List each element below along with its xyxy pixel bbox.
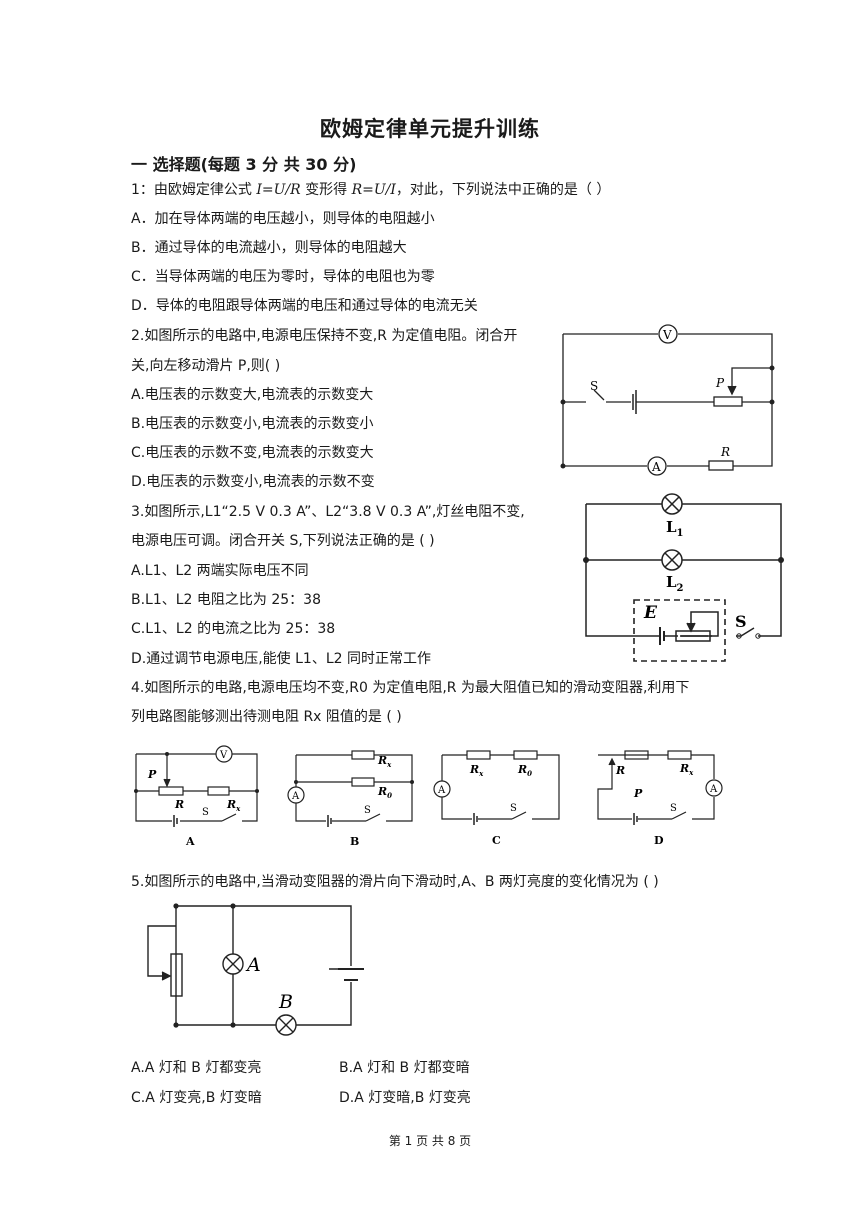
q4c-r0: R0 bbox=[517, 763, 532, 778]
q4-circuit-b: A Rx R0 S B bbox=[287, 750, 414, 848]
q3-switch-label: S bbox=[735, 612, 747, 631]
q2-option-d: D.电压表的示数变小,电流表的示数不变 bbox=[131, 474, 375, 490]
q1-formula-2: R=U/I bbox=[351, 182, 396, 198]
svg-text:A: A bbox=[437, 785, 446, 796]
q4c-rx: Rx bbox=[469, 763, 484, 778]
q4a-rx: Rx bbox=[226, 798, 241, 813]
svg-text:A: A bbox=[291, 791, 300, 802]
q3-l1-label: L1 bbox=[666, 518, 684, 539]
q4-circuit-c: A Rx R0 S C bbox=[433, 750, 560, 847]
q2-stem-line2: 关,向左移动滑片 P,则( ) bbox=[131, 358, 281, 374]
svg-text:S: S bbox=[510, 803, 517, 814]
q2-stem-line1: 2.如图所示的电路中,电源电压保持不变,R 为定值电阻。闭合开 bbox=[131, 328, 518, 344]
svg-text:V: V bbox=[219, 750, 228, 761]
svg-text:A: A bbox=[709, 784, 718, 795]
svg-text:P: P bbox=[633, 787, 643, 800]
svg-text:S: S bbox=[364, 805, 371, 816]
q4-circuit-a: V P R Rx S A bbox=[134, 745, 259, 848]
q4-circuit-d: A R P Rx S D bbox=[597, 750, 723, 847]
q5-stem: 5.如图所示的电路中,当滑动变阻器的滑片向下滑动时,A、B 两灯亮度的变化情况为… bbox=[131, 874, 659, 890]
q3-stem-line2: 电源电压可调。闭合开关 S,下列说法正确的是 ( ) bbox=[131, 533, 435, 549]
q1-option-c: C．当导体两端的电压为零时，导体的电阻也为零 bbox=[131, 269, 435, 285]
q1-formula-1: I=U/R bbox=[256, 182, 301, 198]
svg-text:R: R bbox=[174, 798, 184, 811]
q4-fig-a-label: A bbox=[185, 835, 195, 848]
q3-stem-line1: 3.如图所示,L1“2.5 V 0.3 A”、L2“3.8 V 0.3 A”,灯… bbox=[131, 504, 525, 520]
q1-option-d: D．导体的电阻跟导体两端的电压和通过导体的电流无关 bbox=[131, 298, 478, 314]
svg-text:R: R bbox=[615, 764, 625, 777]
q5-option-a: A.A 灯和 B 灯都变亮 bbox=[131, 1060, 262, 1076]
q2-option-c: C.电压表的示数不变,电流表的示数变大 bbox=[131, 445, 374, 461]
q2-ammeter-label: A bbox=[651, 460, 661, 474]
q3-source-label: E bbox=[643, 603, 658, 623]
q3-option-a: A.L1、L2 两端实际电压不同 bbox=[131, 563, 309, 579]
q1-option-b: B．通过导体的电流越小，则导体的电阻越大 bbox=[131, 240, 407, 256]
q3-option-d: D.通过调节电源电压,能使 L1、L2 同时正常工作 bbox=[131, 651, 431, 667]
q4-stem-line2: 列电路图能够测出待测电阻 Rx 阻值的是 ( ) bbox=[131, 709, 402, 725]
svg-text:P: P bbox=[147, 768, 157, 781]
q3-option-c: C.L1、L2 的电流之比为 25：38 bbox=[131, 621, 336, 637]
q4b-r0: R0 bbox=[377, 785, 392, 800]
page-footer: 第 1 页 共 8 页 bbox=[388, 1134, 472, 1148]
q2-voltmeter-label: V bbox=[662, 328, 672, 342]
q2-switch-label: S bbox=[590, 379, 598, 393]
q5-lamp-a-label: A bbox=[245, 954, 261, 976]
q4-stem-line1: 4.如图所示的电路,电源电压均不变,R0 为定值电阻,R 为最大阻值已知的滑动变… bbox=[131, 680, 690, 696]
q2-slider-label: P bbox=[715, 376, 725, 390]
q2-circuit-diagram: V A S P R bbox=[560, 324, 775, 476]
q4-fig-d-label: D bbox=[654, 834, 664, 847]
q3-option-b: B.L1、L2 电阻之比为 25：38 bbox=[131, 592, 321, 608]
q4-fig-c-label: C bbox=[492, 834, 501, 847]
page-title: 欧姆定律单元提升训练 bbox=[320, 117, 540, 141]
q2-resistor-label: R bbox=[720, 445, 730, 459]
svg-text:S: S bbox=[670, 803, 677, 814]
q2-option-b: B.电压表的示数变小,电流表的示数变小 bbox=[131, 416, 374, 432]
svg-text:S: S bbox=[202, 807, 209, 818]
q4d-rx: Rx bbox=[679, 762, 694, 777]
q3-l2-label: L2 bbox=[666, 573, 684, 594]
q1-option-a: A．加在导体两端的电压越小，则导体的电阻越小 bbox=[131, 211, 435, 227]
q5-option-c: C.A 灯变亮,B 灯变暗 bbox=[131, 1090, 262, 1106]
q4-fig-b-label: B bbox=[350, 835, 359, 848]
q3-circuit-diagram: L1 L2 E S bbox=[583, 493, 784, 662]
q4b-rx: Rx bbox=[377, 754, 392, 769]
q5-option-d: D.A 灯变暗,B 灯变亮 bbox=[339, 1090, 471, 1106]
q1-stem: 1：由欧姆定律公式 I=U/R 变形得 R=U/I，对此，下列说法中正确的是（ … bbox=[131, 182, 611, 198]
q5-option-b: B.A 灯和 B 灯都变暗 bbox=[339, 1060, 470, 1076]
q5-circuit-diagram: A B bbox=[147, 903, 364, 1036]
section-heading: 一 选择题(每题 3 分 共 30 分) bbox=[131, 155, 357, 174]
q5-lamp-b-label: B bbox=[278, 991, 293, 1013]
q2-option-a: A.电压表的示数变大,电流表的示数变大 bbox=[131, 387, 374, 403]
